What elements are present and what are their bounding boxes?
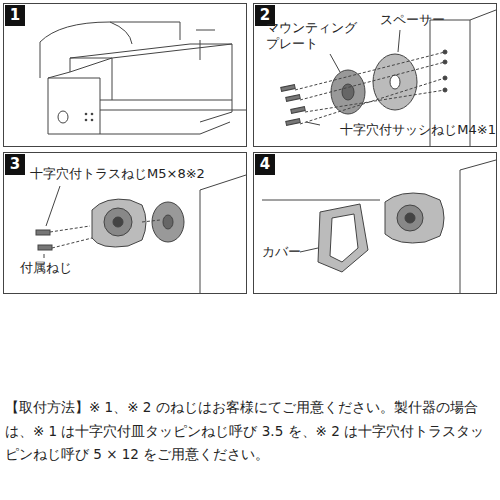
- spacer-hole: [390, 75, 400, 89]
- step-number-text: 3: [10, 157, 20, 172]
- shelf-edge: [100, 110, 246, 111]
- part-label: カバー: [262, 244, 322, 260]
- panel-frame: [254, 4, 497, 147]
- screw: [286, 119, 301, 126]
- assembly-line: [295, 52, 445, 124]
- screw: [291, 107, 306, 114]
- step-number-text: 1: [10, 8, 20, 23]
- caption-note: 【取付方法】※ 1、※ 2 のねじはお客様にてご用意ください。製什器の場合は、※…: [5, 396, 495, 467]
- drawing-part: [113, 217, 123, 227]
- drawing-part: [85, 113, 88, 116]
- cabinet-curve: [110, 22, 132, 44]
- drawing-part: [50, 220, 160, 248]
- drawing-part: [281, 85, 306, 126]
- step-number: 1: [5, 5, 25, 26]
- shelf-edge: [100, 100, 232, 134]
- device-body: [385, 193, 444, 243]
- drawing-part: [443, 60, 447, 64]
- screw: [36, 230, 50, 235]
- device-body: [92, 199, 146, 247]
- drawing-part: [443, 88, 447, 92]
- part-label: スペーサー: [380, 12, 480, 28]
- drawing-part: [36, 230, 52, 250]
- cabinet-edge: [70, 44, 232, 58]
- drawing-part: [85, 113, 94, 122]
- drawing-part: [163, 215, 173, 229]
- part-label: マウンティング プレート: [266, 20, 366, 51]
- device-knob: [397, 205, 423, 231]
- device-knob: [104, 208, 132, 236]
- mounting-plate: [152, 202, 184, 242]
- panel-frame: [4, 4, 247, 147]
- leader-line: [306, 122, 320, 125]
- panel-frame: [4, 153, 247, 294]
- part-label: 十字穴付トラスねじM5×8※2: [30, 166, 244, 182]
- screw: [286, 95, 301, 102]
- drawing-part: [405, 213, 415, 223]
- drawing-part: [91, 119, 94, 122]
- drawing-part: [91, 113, 94, 116]
- cabinet-edge: [112, 58, 113, 100]
- part-label: 十字穴付サッシねじM4※1: [300, 122, 496, 138]
- step-number: 4: [255, 154, 275, 175]
- drawing-part: [443, 50, 447, 54]
- plate-boss: [342, 84, 354, 100]
- spacer: [373, 54, 417, 110]
- drawing-part: [295, 52, 445, 124]
- leader-line: [300, 248, 318, 252]
- drawing-part: [4, 4, 497, 294]
- panel-frame: [254, 153, 497, 294]
- cabinet-side: [200, 175, 246, 293]
- cover: [318, 204, 368, 272]
- cabinet-edge: [48, 58, 112, 78]
- leader-line: [330, 54, 340, 72]
- cabinet-edge: [470, 10, 496, 20]
- mount-hole: [58, 111, 68, 123]
- assembly-line: [50, 220, 160, 248]
- step-number: 3: [5, 154, 25, 175]
- drawing-part: [85, 119, 88, 122]
- cabinet-side: [48, 78, 100, 134]
- cabinet-back: [40, 22, 180, 78]
- cabinet-side: [262, 160, 496, 293]
- leader-line: [46, 186, 60, 226]
- screw: [281, 85, 296, 92]
- cabinet-handle: [196, 30, 215, 60]
- leader-line: [44, 254, 45, 258]
- part-label: 付属ねじ: [20, 260, 100, 276]
- step-number-text: 4: [260, 157, 270, 172]
- screw: [38, 245, 52, 250]
- drawing-part: [443, 76, 447, 80]
- cover-opening: [330, 214, 358, 262]
- leader-line: [398, 30, 400, 52]
